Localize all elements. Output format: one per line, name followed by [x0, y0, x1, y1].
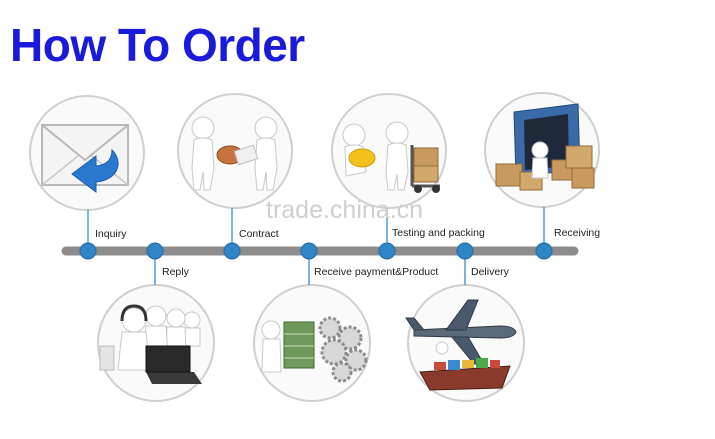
timeline-node-testing-packing	[378, 242, 396, 260]
airplane-ship-icon	[405, 284, 525, 402]
money-gears-icon	[253, 284, 371, 402]
step-label-contract: Contract	[239, 228, 279, 240]
timeline-node-reply	[146, 242, 164, 260]
customer-service-icon	[97, 284, 215, 402]
timeline-node-delivery	[456, 242, 474, 260]
step-label-receive-payment: Receive payment&Product	[314, 266, 438, 278]
timeline-node-receiving	[535, 242, 553, 260]
watermark: trade.china.cn	[266, 196, 424, 224]
testing-packing-icon	[331, 93, 447, 209]
page-title: How To Order	[10, 19, 305, 71]
timeline-node-receive-payment	[300, 242, 318, 260]
step-label-inquiry: Inquiry	[95, 228, 127, 240]
envelope-icon	[29, 95, 145, 211]
timeline-node-inquiry	[79, 242, 97, 260]
timeline-node-contract	[223, 242, 241, 260]
step-label-delivery: Delivery	[471, 266, 510, 278]
container-boxes-icon	[484, 92, 600, 208]
handshake-contract-icon	[177, 93, 293, 209]
step-label-receiving: Receiving	[554, 227, 600, 239]
step-label-reply: Reply	[162, 266, 190, 278]
step-label-testing-packing: Testing and packing	[392, 227, 485, 239]
